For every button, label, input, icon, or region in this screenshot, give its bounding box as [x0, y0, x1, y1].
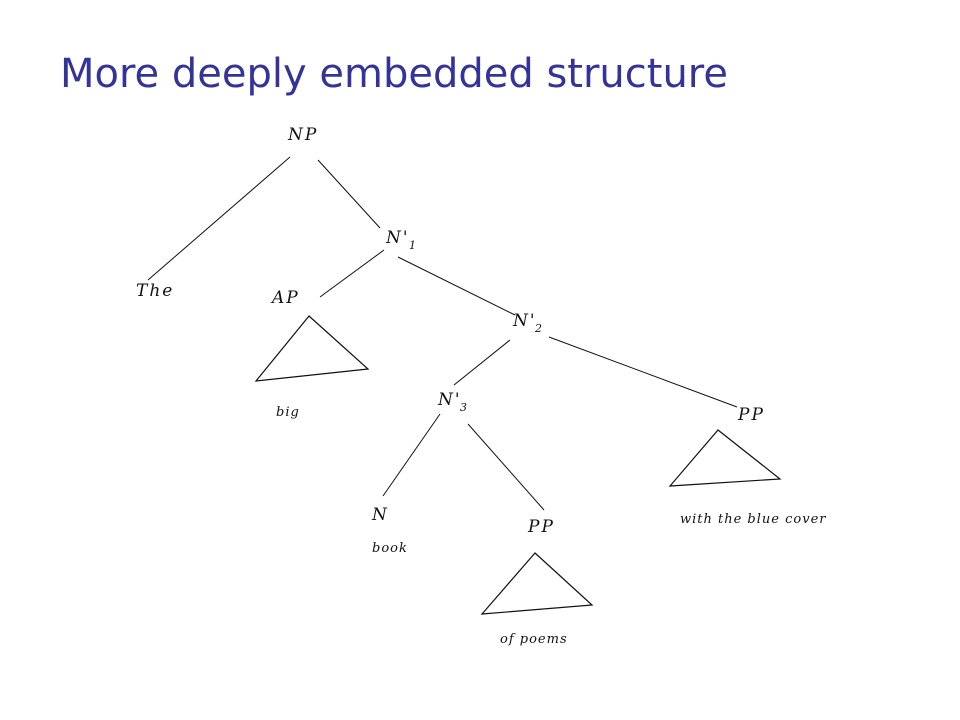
node-n3: N' [437, 390, 462, 410]
leaf-with-the-blue-cover: with the blue cover [680, 512, 826, 527]
triangle-pp-right [668, 429, 782, 487]
node-n1: N' [385, 228, 410, 248]
edge-np-the [147, 156, 291, 281]
node-n: N [371, 505, 389, 525]
node-n3-subscript: 3 [460, 401, 467, 414]
edge-n1-ap [319, 249, 385, 298]
node-n1-subscript: 1 [409, 239, 416, 252]
edge-n1-n2 [397, 256, 516, 316]
node-n2-subscript: 2 [534, 322, 542, 335]
edge-n3-pp-lower [467, 423, 545, 511]
node-ap: AP [270, 288, 300, 308]
node-the: The [136, 281, 174, 301]
triangle-ap [254, 315, 370, 382]
edge-n2-n3 [453, 339, 511, 386]
edge-np-n1 [317, 159, 381, 229]
edge-n2-pp-right [548, 336, 738, 408]
node-n2: N' [512, 311, 537, 331]
leaf-book: book [372, 541, 408, 556]
node-np: NP [287, 125, 318, 145]
edge-n3-n [382, 413, 441, 497]
slide-title: More deeply embedded structure [60, 51, 728, 97]
node-pp-lower: PP [527, 517, 555, 537]
leaf-big: big [276, 405, 300, 420]
node-pp-right: PP [737, 405, 765, 425]
triangle-pp-lower [480, 552, 594, 615]
leaf-of-poems: of poems [500, 632, 568, 647]
